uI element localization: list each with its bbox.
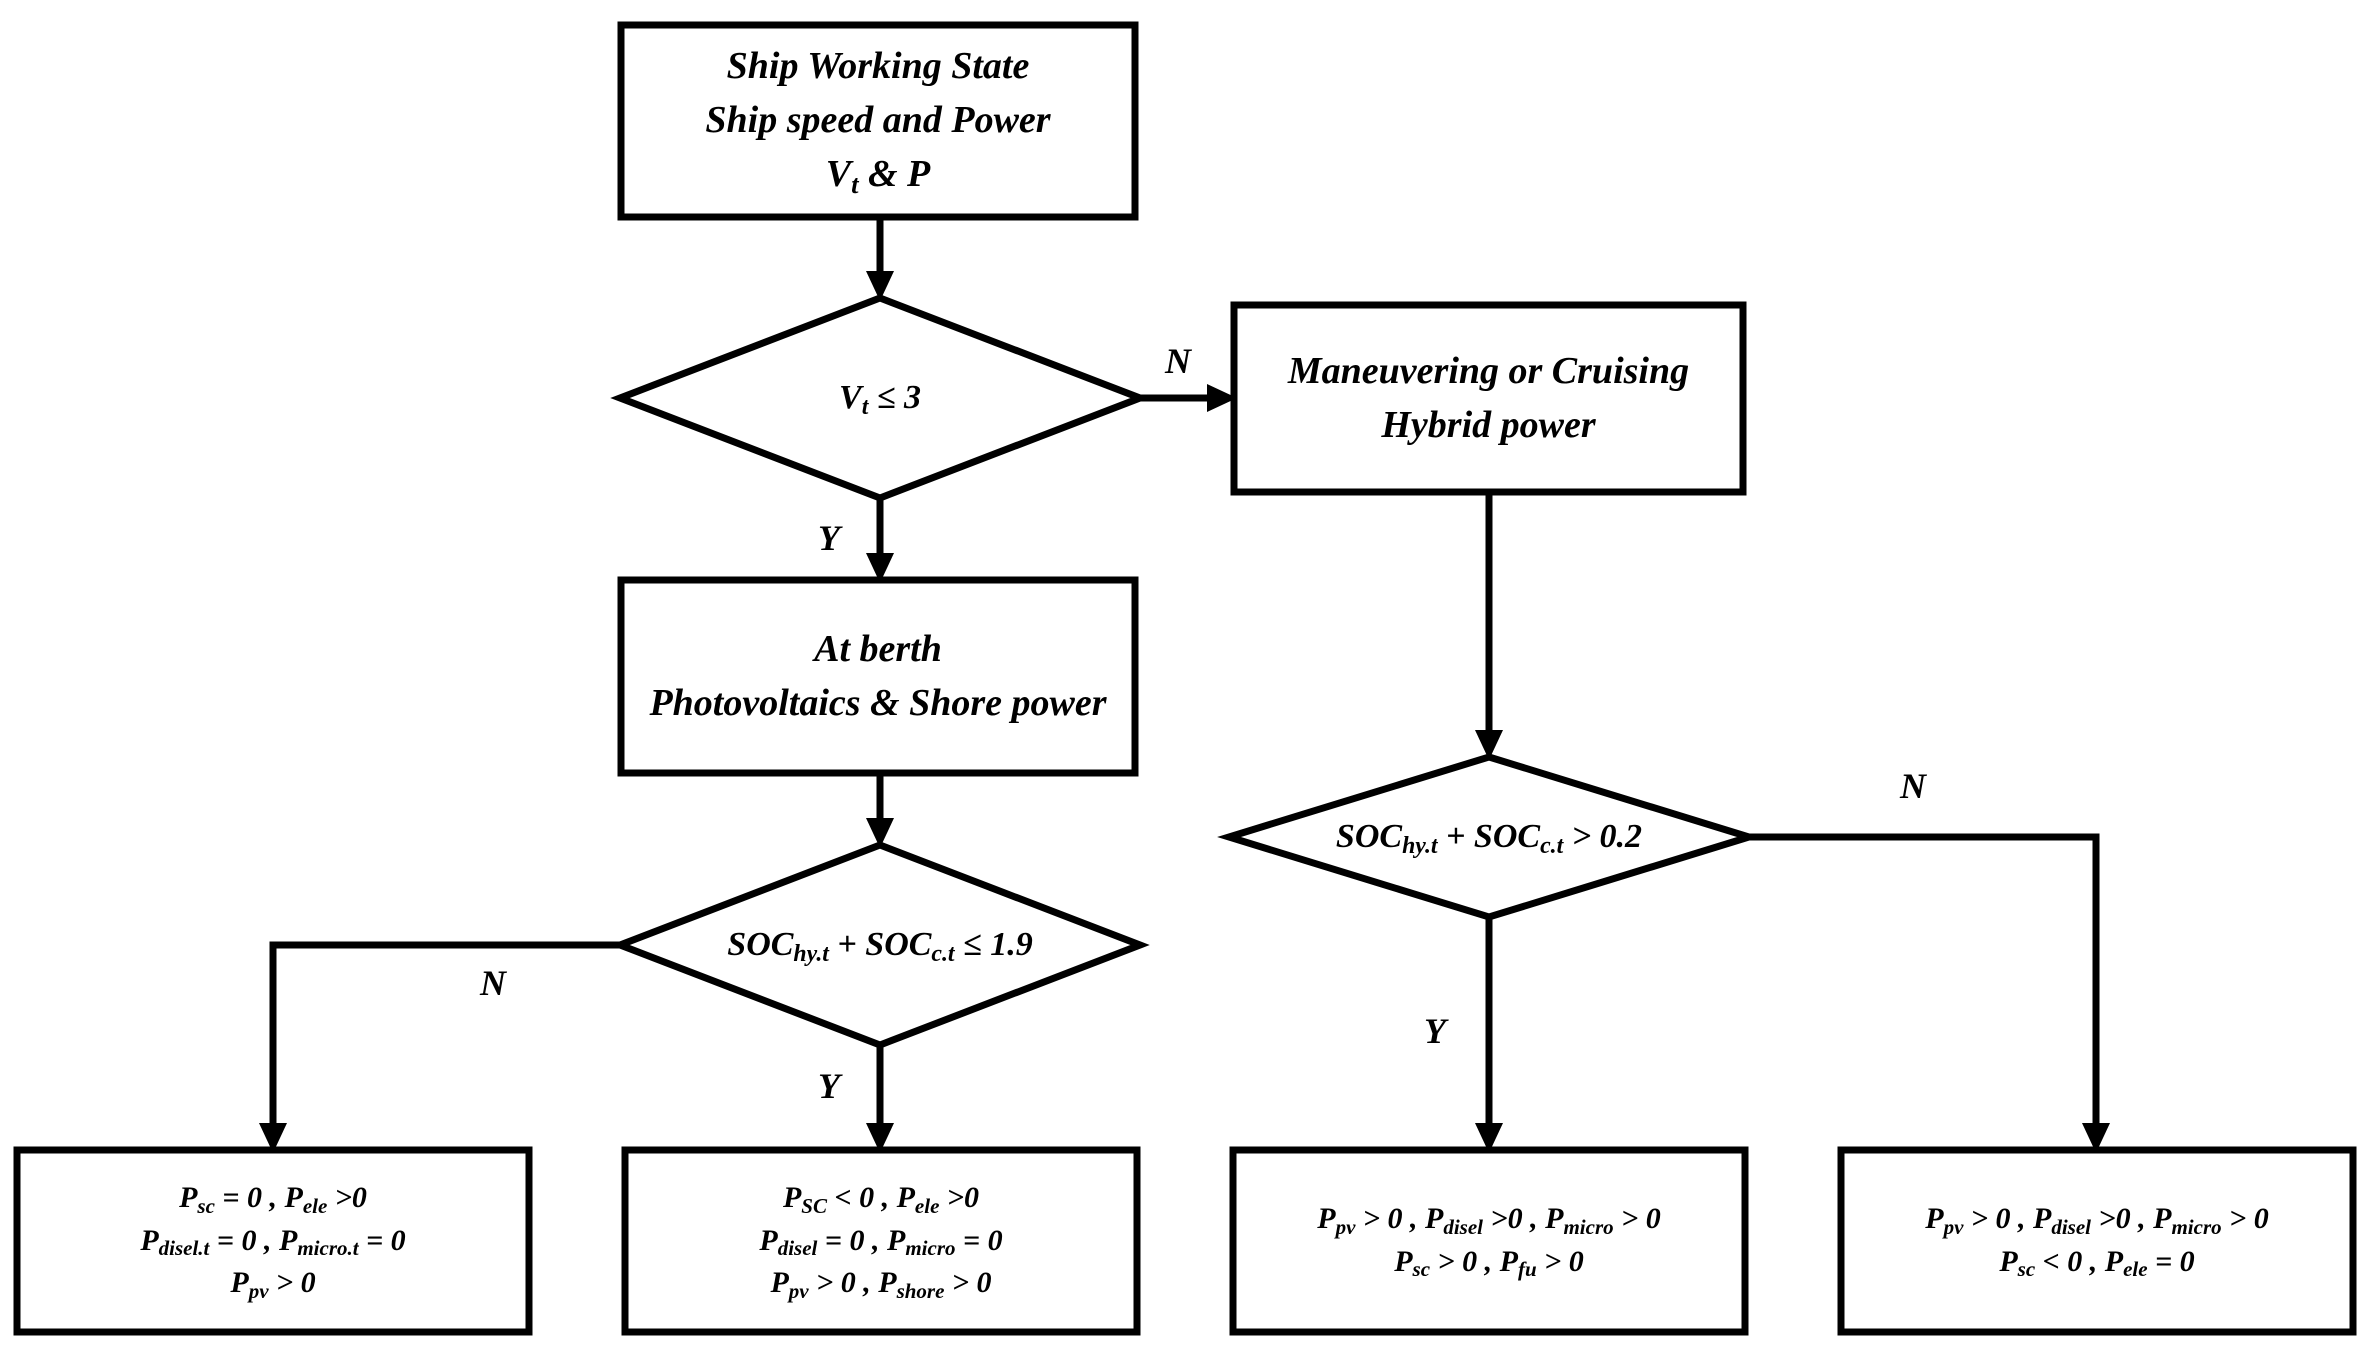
edge-label-berth-no: N [480, 963, 506, 1003]
edge-label-speed-no: N [1165, 341, 1191, 381]
arrowhead-decision-speed-to-maneuvering [1207, 384, 1237, 412]
arrowhead-decision-speed-to-at-berth [866, 553, 894, 583]
arrowhead-decision-soc-sail-no [2082, 1123, 2110, 1153]
node-shape-decision-soc-sail[interactable] [1217, 753, 1761, 921]
edge-label-speed-yes: Y [818, 518, 840, 558]
edge-label-berth-yes: Y [818, 1066, 840, 1106]
node-shape-result-sail-y[interactable] [1229, 1146, 1749, 1336]
node-shape-result-sail-n[interactable] [1837, 1146, 2357, 1336]
arrowhead-at-berth-to-decision-soc-berth [866, 818, 894, 848]
node-shape-decision-soc-berth[interactable] [610, 841, 1150, 1049]
arrowhead-maneuvering-to-decision-soc-sail [1475, 730, 1503, 760]
node-shape-result-berth-n[interactable] [13, 1146, 533, 1336]
arrowhead-decision-soc-berth-yes [866, 1123, 894, 1153]
connector-decision-soc-berth-no [269, 941, 620, 1135]
arrowhead-start-to-decision-speed [866, 271, 894, 301]
node-shape-decision-speed[interactable] [610, 294, 1150, 502]
edge-label-sail-no: N [1900, 766, 1926, 806]
node-shape-result-berth-y[interactable] [621, 1146, 1141, 1336]
arrowhead-decision-soc-berth-no [259, 1123, 287, 1153]
edge-label-sail-yes: Y [1424, 1011, 1446, 1051]
connector-decision-soc-sail-no [1749, 833, 2100, 1135]
node-shape-start[interactable] [617, 21, 1139, 221]
arrowhead-decision-soc-sail-yes [1475, 1123, 1503, 1153]
node-shape-at-berth[interactable] [617, 576, 1139, 777]
node-shape-maneuvering[interactable] [1230, 301, 1747, 496]
